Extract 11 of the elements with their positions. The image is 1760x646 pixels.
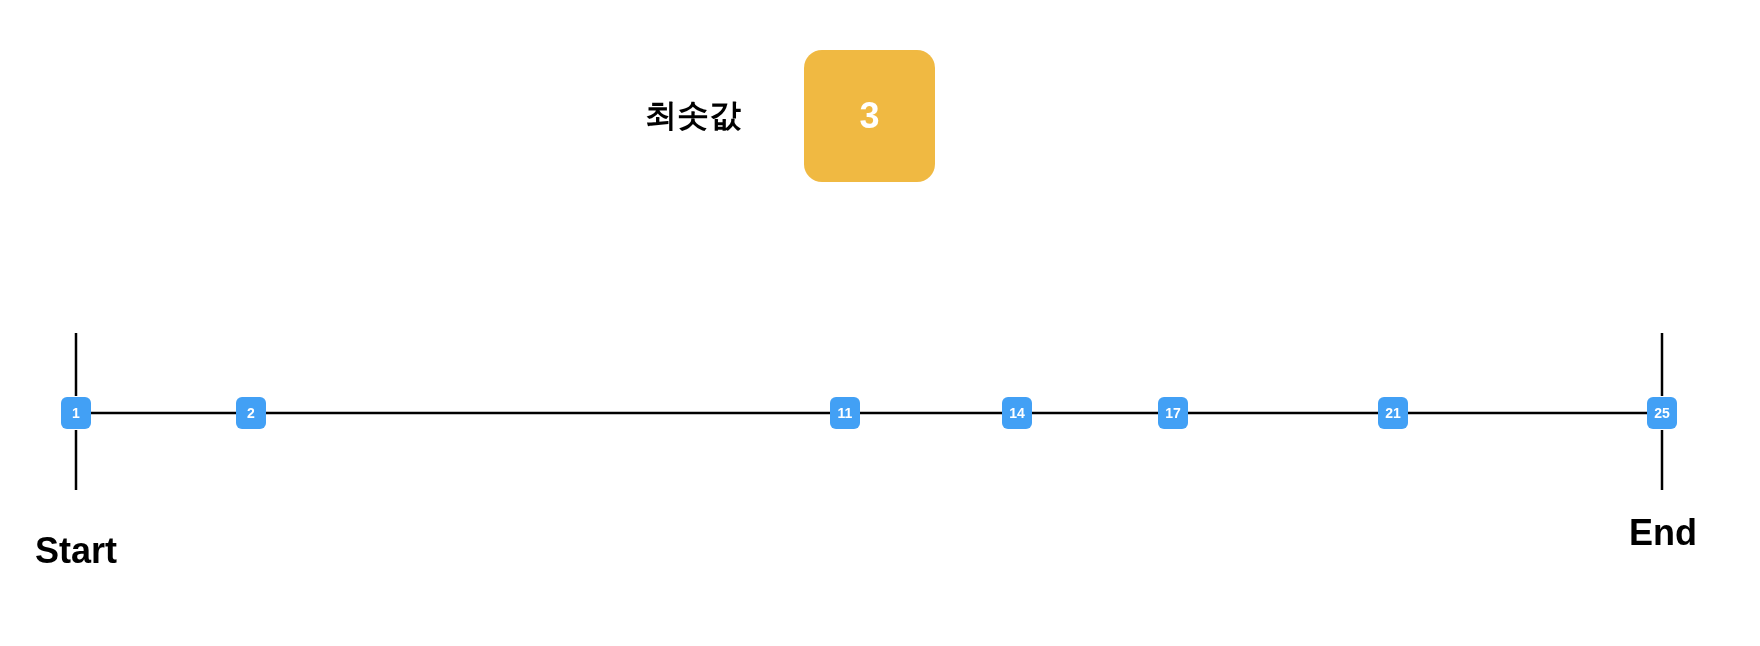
value-label: 최솟값 — [645, 96, 741, 135]
point-marker: 1 — [61, 397, 91, 429]
point-marker: 25 — [1647, 397, 1677, 429]
endpoint-label: End — [1629, 512, 1697, 554]
endpoint-label: Start — [35, 530, 117, 572]
point-marker: 11 — [830, 397, 860, 429]
point-marker: 2 — [236, 397, 266, 429]
point-marker: 14 — [1002, 397, 1032, 429]
point-marker: 17 — [1158, 397, 1188, 429]
point-marker: 21 — [1378, 397, 1408, 429]
value-box: 3 — [804, 50, 935, 182]
